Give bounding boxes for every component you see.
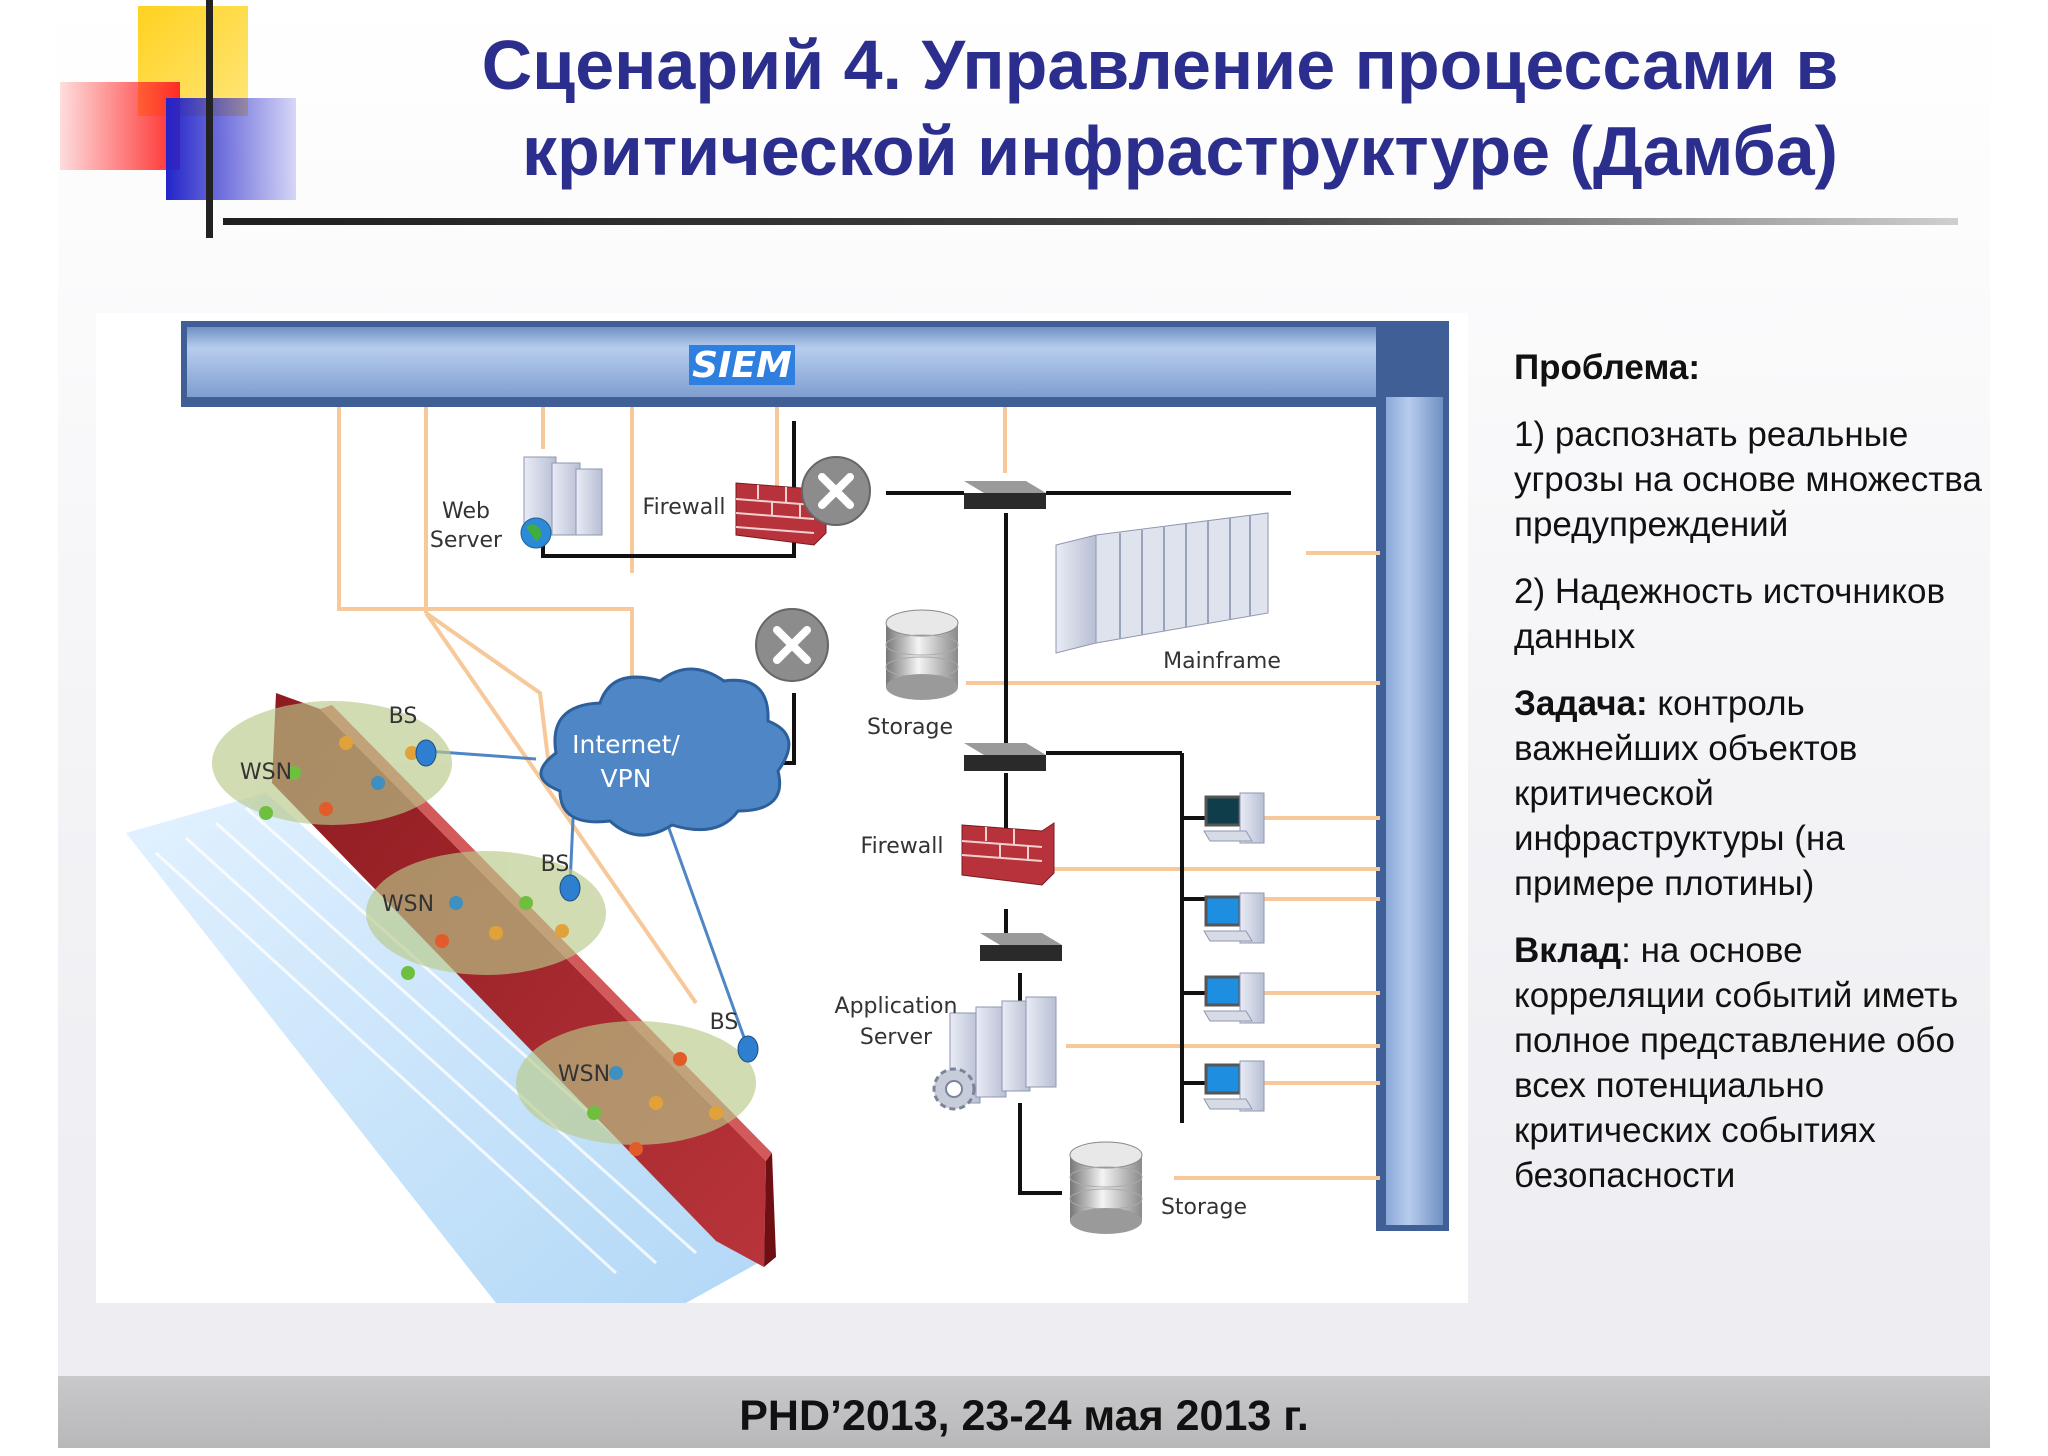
siem-label: SIEM [689, 345, 795, 386]
deco-blue-square [166, 98, 296, 200]
storage-bottom-icon [1069, 1141, 1143, 1234]
title-line-1: Сценарий 4. Управление процессами в [481, 26, 1839, 104]
internet-cloud-icon [539, 667, 791, 837]
app-server-label-1: Application [835, 994, 958, 1019]
blocked-mid-icon [755, 608, 829, 682]
siem-text: SIEM [692, 345, 792, 386]
problem-label: Проблема: [1514, 348, 1700, 387]
siem-bar [181, 321, 1449, 1231]
storage-bottom-label: Storage [1161, 1195, 1247, 1220]
base-station-2-icon [559, 874, 581, 902]
title-rule [223, 218, 1958, 225]
switch-mid-icon [964, 743, 1046, 771]
task-text: контроль важнейших объектов критической … [1514, 684, 1858, 903]
mainframe-label: Mainframe [1163, 649, 1281, 674]
bs-label-3: BS [710, 1010, 739, 1035]
blocked-top-icon [801, 456, 871, 526]
sensor-nodes [259, 736, 723, 1156]
mainframe-icon [1055, 512, 1269, 654]
base-station-1-icon [415, 739, 437, 767]
wsn-label-3: WSN [558, 1062, 610, 1087]
workstation-3-icon [1203, 972, 1265, 1024]
slide-title: Сценарий 4. Управление процессами в крит… [380, 22, 1940, 194]
description-panel: Проблема: 1) распознать реальные угрозы … [1514, 345, 1984, 1220]
contribution-paragraph: Вклад: на основе корреляции событий имет… [1514, 928, 1984, 1198]
task-label: Задача: [1514, 684, 1648, 723]
web-server-label-2: Server [430, 528, 503, 553]
workstation-1-icon [1203, 792, 1265, 844]
footer-bar: PHD’2013, 23-24 мая 2013 г. [58, 1376, 1990, 1448]
workstation-4-icon [1203, 1060, 1265, 1112]
firewall-mid-icon [961, 822, 1055, 886]
task-paragraph: Задача: контроль важнейших объектов крит… [1514, 681, 1984, 906]
internet-label-2: VPN [601, 764, 652, 793]
switch-bottom-icon [980, 933, 1062, 961]
web-server-label-1: Web [442, 499, 490, 524]
base-station-3-icon [737, 1035, 759, 1063]
storage-top-label: Storage [867, 715, 953, 740]
switch-top-icon [964, 481, 1046, 509]
siem-links [337, 407, 1380, 1180]
internet-label-1: Internet/ [572, 730, 680, 759]
bs-label-2: BS [541, 852, 570, 877]
firewall-top-label: Firewall [643, 495, 726, 520]
web-server [520, 456, 603, 549]
contribution-label: Вклад [1514, 931, 1622, 970]
footer-text: PHD’2013, 23-24 мая 2013 г. [739, 1392, 1309, 1440]
bs-label-1: BS [389, 704, 418, 729]
network-diagram: SIEM [96, 313, 1468, 1303]
problem-item-2: 2) Надежность источников данных [1514, 572, 1946, 656]
contribution-text: : на основе корреляции событий иметь пол… [1514, 931, 1959, 1195]
workstation-2-icon [1203, 892, 1265, 944]
wsn-clusters [212, 701, 756, 1145]
title-line-2: критической инфраструктуре (Дамба) [522, 112, 1838, 190]
wsn-label-2: WSN [382, 892, 434, 917]
wsn-label-1: WSN [240, 760, 292, 785]
app-server-label-2: Server [860, 1025, 933, 1050]
deco-red-square [60, 82, 180, 170]
application-server-icon [932, 996, 1057, 1111]
diagram-svg: SIEM [126, 321, 1449, 1303]
problem-item-1: 1) распознать реальные угрозы на основе … [1514, 415, 1982, 544]
storage-top-icon [885, 609, 959, 700]
deco-vertical-line [206, 0, 213, 238]
firewall-mid-label: Firewall [861, 834, 944, 859]
